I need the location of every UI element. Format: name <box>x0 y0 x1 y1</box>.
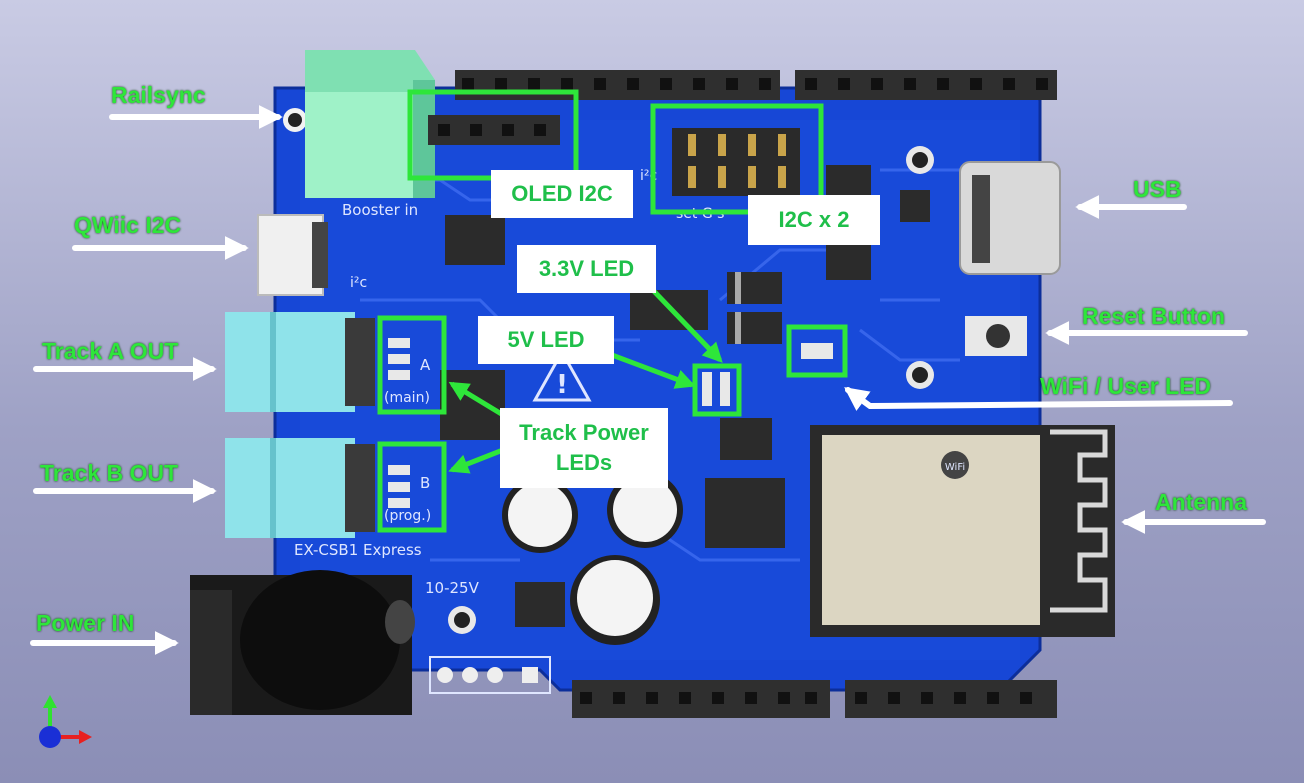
box-i2c-x2: I2C x 2 <box>748 195 880 245</box>
reset-button-part <box>965 316 1027 356</box>
label-railsync: Railsync <box>111 82 206 108</box>
i2c-pin-header <box>672 128 800 196</box>
mounting-holes <box>283 108 934 634</box>
silk-voltage: 10-25V <box>425 579 480 597</box>
track-a-terminal <box>225 312 375 412</box>
box-5v-led: 5V LED <box>478 316 614 364</box>
silk-prog: (prog.) <box>384 508 431 524</box>
silk-i2c-left: i²c <box>350 275 367 291</box>
box-3v3-led: 3.3V LED <box>517 245 656 293</box>
electrolytic-capacitors <box>502 472 683 645</box>
top-header-left <box>455 70 780 100</box>
esp32-module: WiFi <box>810 425 1115 637</box>
silk-set: set G s <box>676 206 724 222</box>
power-barrel-jack <box>190 570 415 715</box>
box-track-power-line2: LEDs <box>555 450 613 475</box>
label-track-a-out: Track A OUT <box>42 338 179 364</box>
bottom-header-left <box>572 680 830 718</box>
oled-header <box>428 115 560 145</box>
label-reset-button: Reset Button <box>1082 303 1226 329</box>
top-header-right <box>795 70 1057 100</box>
silk-booster: Booster in <box>342 201 418 219</box>
track-b-terminal <box>225 438 375 538</box>
usb-c-port <box>959 161 1061 275</box>
silk-a: A <box>420 356 431 374</box>
qwiic-connector <box>257 214 328 296</box>
io-pads <box>437 667 538 683</box>
box-oled-i2c: OLED I2C <box>491 170 633 218</box>
label-qwiic-i2c: QWiic I2C <box>74 212 182 238</box>
esp32-wifi-logo: WiFi <box>945 462 965 473</box>
diodes <box>727 272 782 344</box>
silk-i2c-top: i²c <box>640 168 657 184</box>
label-power-in: Power IN <box>36 610 135 636</box>
silk-main: (main) <box>384 390 430 406</box>
label-antenna: Antenna <box>1155 489 1247 515</box>
label-usb: USB <box>1133 176 1182 202</box>
railsync-terminal <box>305 50 435 198</box>
bottom-header-right <box>845 680 1057 718</box>
warning-triangle-icon <box>532 348 592 402</box>
box-track-power-line1: Track Power <box>519 420 649 446</box>
box-track-power-leds: Track Power LEDs <box>500 408 668 488</box>
silk-b: B <box>420 474 430 492</box>
silk-board-name: EX-CSB1 Express <box>294 541 422 559</box>
warning-mark: ! <box>556 370 568 400</box>
label-wifi-user-led: WiFi / User LED <box>1040 373 1212 399</box>
io-pad-strip <box>429 656 551 694</box>
label-track-b-out: Track B OUT <box>40 460 179 486</box>
